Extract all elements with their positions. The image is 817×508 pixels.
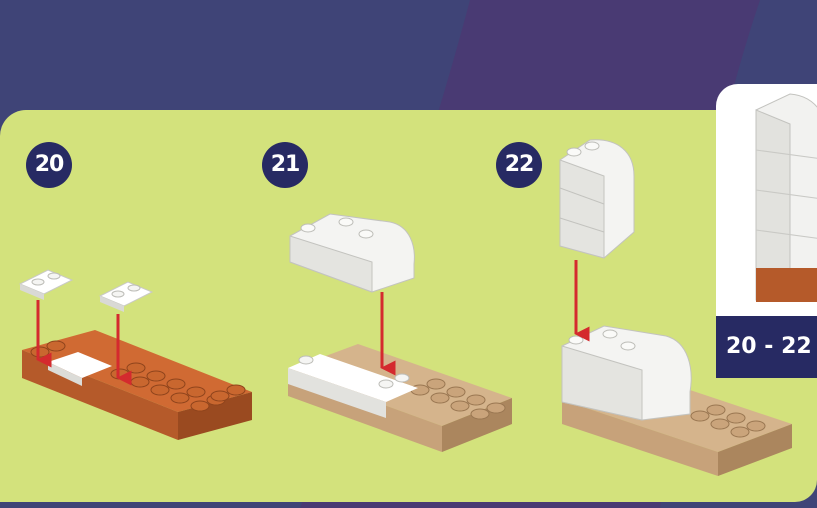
step-number-badge: 22: [496, 142, 542, 188]
overview-illustration: [716, 84, 817, 316]
step-number-badge: 21: [262, 142, 308, 188]
white-plate-1x2-b: [100, 282, 152, 312]
white-tall-curved-brick: [560, 140, 634, 258]
tan-brick-2x8: [288, 344, 512, 452]
white-curved-brick: [290, 214, 414, 292]
step-20-illustration: [20, 270, 252, 440]
step-21-illustration: [288, 214, 512, 452]
orange-brick-2x8: [22, 330, 252, 440]
step-range-label: 20 - 22: [716, 316, 817, 378]
step-number-badge: 20: [26, 142, 72, 188]
build-scene: [0, 110, 817, 502]
overview-card: [716, 84, 817, 316]
white-plate-1x2-a: [20, 270, 72, 300]
instruction-panel: [0, 110, 817, 502]
